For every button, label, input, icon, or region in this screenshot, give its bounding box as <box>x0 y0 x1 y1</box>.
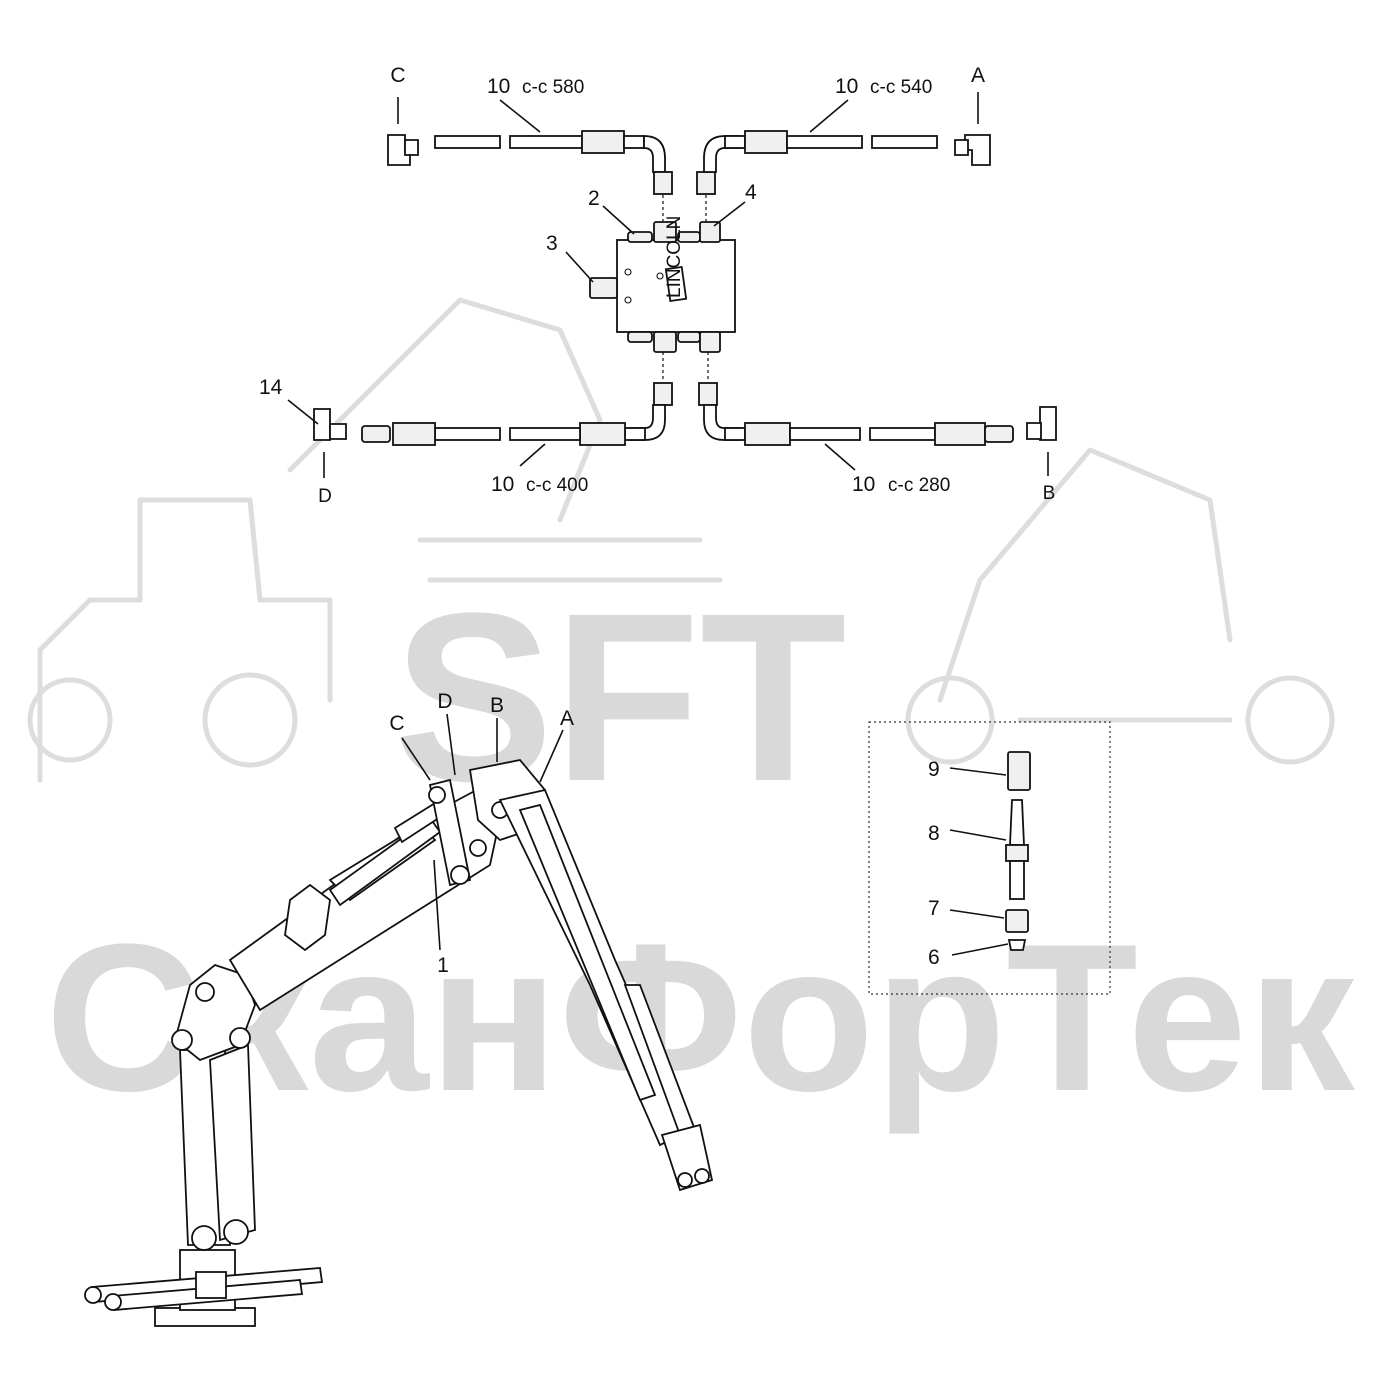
port-label-a-crane: A <box>560 707 574 730</box>
elbow-fitting-a <box>954 134 991 166</box>
distributor-brand-text: LINCOLN <box>664 216 685 298</box>
watermark-brand: SFT <box>393 563 846 831</box>
callout-3: 3 <box>546 232 558 255</box>
hose-580-qty: 10 <box>487 75 510 98</box>
hose-580 <box>434 130 673 195</box>
hose-400-length: с-с 400 <box>526 475 588 496</box>
port-label-c-crane: C <box>389 712 404 735</box>
crane-boom-assembly <box>84 759 714 1327</box>
callout-8: 8 <box>928 822 940 845</box>
elbow-fitting-d <box>313 408 347 441</box>
watermark: SFT СканФорТек <box>27 297 1356 1135</box>
hose-580-length: с-с 580 <box>522 77 584 98</box>
hose-540-qty: 10 <box>835 75 858 98</box>
hose-280-length: с-с 280 <box>888 475 950 496</box>
callout-1: 1 <box>437 954 449 977</box>
hose-280 <box>698 382 1014 446</box>
callout-9: 9 <box>928 758 940 781</box>
port-label-b-crane: B <box>490 694 504 717</box>
port-label-c-top: C <box>390 64 405 87</box>
hose-400-qty: 10 <box>491 473 514 496</box>
hose-280-qty: 10 <box>852 473 875 496</box>
watermark-tractor-drawing <box>27 297 1335 783</box>
detail-box-fitting-parts <box>868 721 1111 995</box>
callout-7: 7 <box>928 897 940 920</box>
hose-400 <box>361 382 673 446</box>
callout-14: 14 <box>259 376 283 399</box>
port-label-b-top: B <box>1043 483 1056 504</box>
callout-4: 4 <box>745 181 757 204</box>
elbow-fitting-c <box>387 134 419 166</box>
progressive-distributor: LINCOLN <box>589 216 736 353</box>
port-label-a-top: A <box>971 64 985 87</box>
port-label-d-top: D <box>318 486 332 507</box>
hose-540-length: с-с 540 <box>870 77 932 98</box>
elbow-fitting-b <box>1026 406 1057 441</box>
hose-540 <box>696 130 938 195</box>
callout-2: 2 <box>588 187 600 210</box>
port-label-d-crane: D <box>437 690 452 713</box>
callout-6: 6 <box>928 946 940 969</box>
